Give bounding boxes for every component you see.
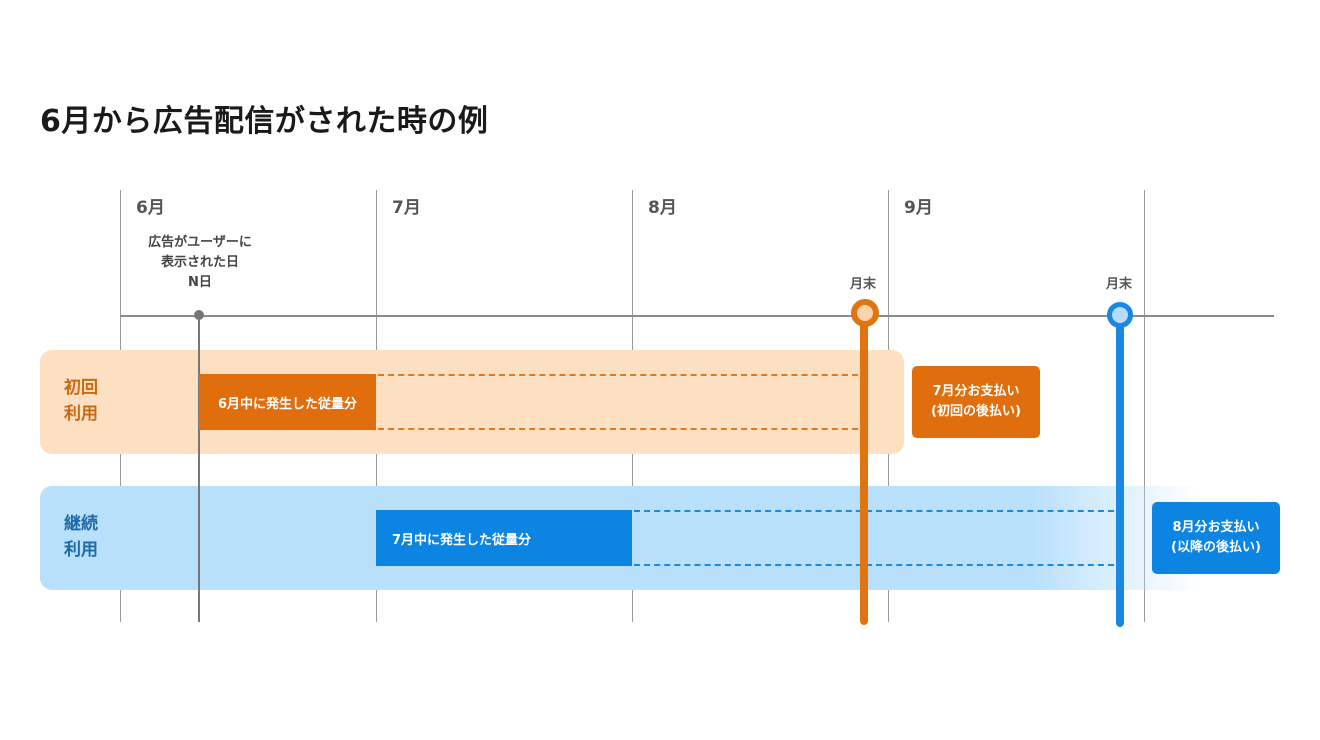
month-label-aug: 8月 (648, 198, 677, 218)
month-label-jul: 7月 (392, 198, 421, 218)
july-payment-box: 7月分お支払い (初回の後払い) (912, 366, 1040, 438)
first-use-band (40, 350, 904, 454)
month-label-jun: 6月 (136, 198, 165, 218)
first-use-dash-bottom (378, 428, 858, 430)
first-use-label: 初回 利用 (64, 375, 98, 427)
august-payment-box: 8月分お支払い (以降の後払い) (1152, 502, 1280, 574)
continued-use-dash-top (634, 510, 1114, 512)
july-usage-block: 7月中に発生した従量分 (376, 510, 632, 566)
band-label-line: 継続 (64, 514, 98, 534)
month-end-label-sep: 月末 (1106, 277, 1133, 292)
page-title: 6月から広告配信がされた時の例 (40, 104, 489, 139)
sep-month-end-stem (1116, 324, 1124, 627)
impression-day-line (198, 315, 200, 622)
june-usage-block: 6月中に発生した従量分 (199, 374, 376, 430)
continued-use-dash-bottom (634, 564, 1114, 566)
payment-line: 7月分お支払い (932, 384, 1020, 399)
aug-month-end-stem (860, 320, 868, 625)
month-label-sep: 9月 (904, 198, 933, 218)
aug-month-end-marker (851, 299, 879, 327)
payment-line: (初回の後払い) (931, 404, 1021, 419)
month-divider-oct (1144, 190, 1145, 622)
payment-line: (以降の後払い) (1171, 540, 1261, 555)
first-use-dash-top (378, 374, 858, 376)
band-label-line: 利用 (64, 540, 98, 560)
band-label-line: 利用 (64, 404, 98, 424)
impression-day-dot (194, 310, 204, 320)
month-end-label-aug: 月末 (850, 277, 877, 292)
impression-day-note: 広告がユーザーに 表示された日 N日 (136, 233, 264, 293)
timeline-axis (120, 315, 1274, 317)
band-label-line: 初回 (64, 378, 98, 398)
continued-use-label: 継続 利用 (64, 511, 98, 563)
impression-note-line: N日 (188, 275, 212, 290)
payment-line: 8月分お支払い (1172, 520, 1260, 535)
impression-note-line: 広告がユーザーに (148, 235, 252, 250)
sep-month-end-marker (1107, 302, 1133, 328)
impression-note-line: 表示された日 (160, 255, 239, 270)
